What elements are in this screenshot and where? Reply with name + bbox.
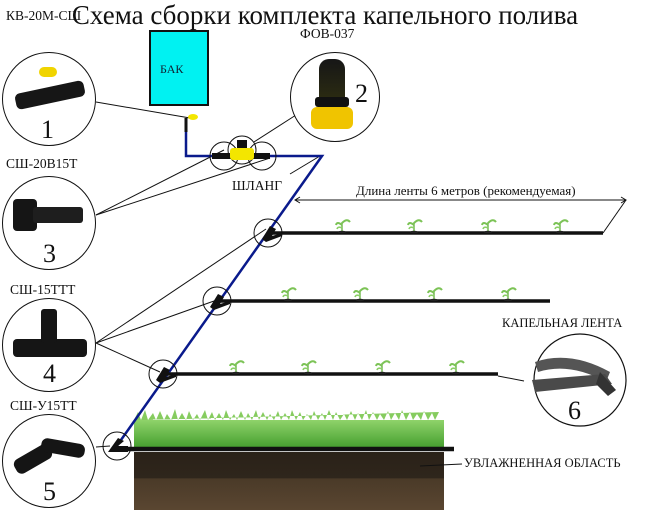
filter-cap-icon bbox=[319, 59, 345, 99]
part-5-code: СШ-У15ТТ bbox=[10, 398, 77, 413]
part-4-photo: 4 bbox=[2, 298, 96, 392]
tape-length-note: Длина ленты 6 метров (рекомендуемая) bbox=[356, 183, 576, 198]
part-4-number: 4 bbox=[43, 359, 56, 388]
valve-body-icon bbox=[14, 79, 86, 111]
part-1-code: КВ-20М-СШ bbox=[6, 8, 82, 23]
drip-tape-rows bbox=[114, 231, 603, 452]
soil-section bbox=[134, 409, 444, 510]
part-1-photo: 1 bbox=[2, 52, 96, 146]
hose-label: ШЛАНГ bbox=[232, 178, 283, 193]
part-3-photo: 3 bbox=[2, 176, 96, 270]
leader-lines bbox=[95, 101, 525, 467]
part-4-code: СШ-15ТТТ bbox=[10, 282, 76, 297]
tank-label: БАК bbox=[160, 62, 184, 76]
tee-branch-icon bbox=[41, 309, 57, 343]
moist-zone-label: УВЛАЖНЕННАЯ ОБЛАСТЬ bbox=[464, 456, 621, 470]
filter-ring-icon bbox=[315, 97, 349, 107]
valve-handle-icon bbox=[39, 67, 57, 77]
part-5-number: 5 bbox=[43, 477, 56, 506]
drip-tape-photo bbox=[532, 333, 627, 427]
part-2-number: 2 bbox=[355, 79, 368, 108]
water-tank bbox=[149, 30, 209, 106]
plants bbox=[229, 219, 569, 376]
drip-tape-label: КАПЕЛЬНАЯ ЛЕНТА bbox=[502, 316, 623, 330]
part-3-code: СШ-20В15Т bbox=[6, 156, 78, 171]
tee-fittings bbox=[108, 226, 282, 452]
main-hose bbox=[114, 118, 325, 448]
part-1-number: 1 bbox=[41, 115, 54, 144]
part-5-photo: 5 bbox=[2, 414, 96, 508]
part-2-code: ФОВ-037 bbox=[300, 26, 355, 41]
part-2-photo: 2 bbox=[290, 52, 380, 142]
tee-body-icon bbox=[13, 339, 87, 357]
diagram-title: Схема сборки комплекта капельного полива bbox=[71, 0, 579, 30]
tape-length-arrow bbox=[294, 196, 627, 234]
filter-assembly bbox=[188, 114, 270, 160]
part-3-number: 3 bbox=[43, 239, 56, 268]
adapter-barb-icon bbox=[33, 207, 83, 223]
part-6-number: 6 bbox=[568, 396, 581, 425]
filter-body-icon bbox=[311, 107, 353, 129]
